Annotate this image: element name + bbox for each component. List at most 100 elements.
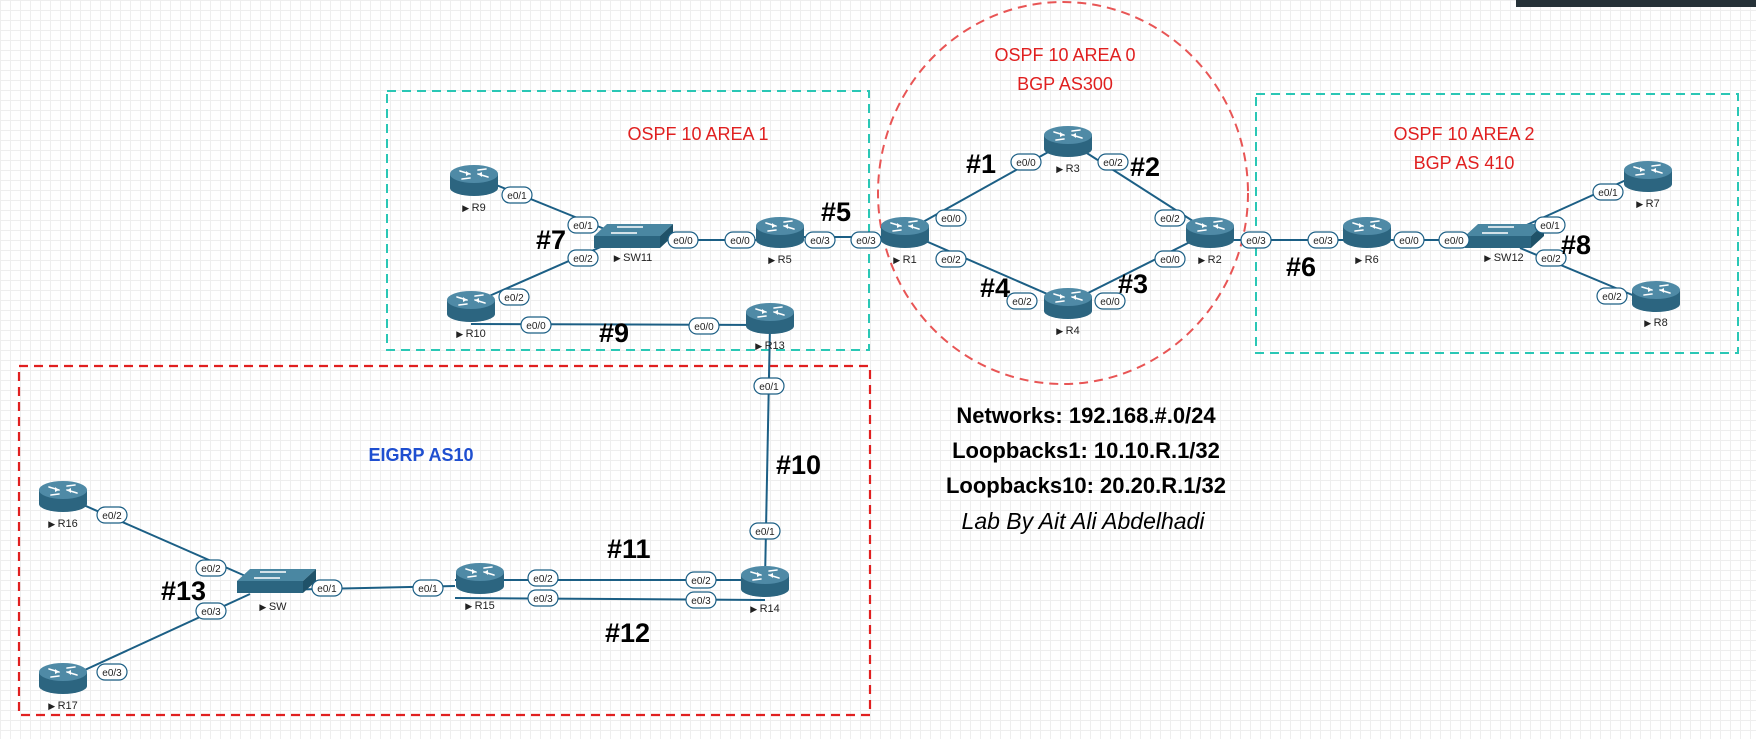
router-label: R2 — [1208, 254, 1222, 266]
svg-text:e0/0: e0/0 — [730, 236, 750, 247]
svg-text:▶ R1: ▶ R1 — [893, 254, 916, 266]
port-label: e0/3 — [195, 602, 227, 620]
link-number: #12 — [605, 618, 650, 648]
svg-text:e0/2: e0/2 — [1160, 214, 1180, 225]
link-r3-r2 — [1067, 140, 1211, 233]
svg-text:e0/3: e0/3 — [533, 594, 553, 605]
router-r17[interactable]: ▶ R17 — [38, 662, 88, 712]
switch-label: SW — [269, 601, 287, 613]
link-number: #10 — [776, 450, 821, 480]
switch-sw12[interactable]: ▶ SW12 — [1464, 223, 1545, 264]
area0-label-line2: BGP AS300 — [1017, 74, 1113, 94]
area2-label-line2: BGP AS 410 — [1414, 153, 1515, 173]
svg-text:▶ R17: ▶ R17 — [48, 700, 78, 712]
link-r15-r14-e03 — [454, 597, 766, 601]
svg-text:e0/1: e0/1 — [507, 191, 527, 202]
router-label: R6 — [1365, 254, 1379, 266]
port-label: e0/0 — [935, 209, 967, 227]
svg-text:e0/2: e0/2 — [1103, 158, 1123, 169]
devices: ▶ R1 ▶ R2 ▶ R3 ▶ R4 ▶ R5 ▶ R6 ▶ R7 ▶ R8 … — [38, 125, 1681, 712]
loopbacks1-note: Loopbacks1: 10.10.R.1/32 — [952, 438, 1220, 463]
router-r15[interactable]: ▶ R15 — [455, 562, 505, 612]
svg-text:▶ R2: ▶ R2 — [1198, 254, 1221, 266]
port-label: e0/0 — [667, 231, 699, 249]
switch-sw11[interactable]: ▶ SW11 — [593, 223, 674, 264]
link-r1-r3 — [904, 140, 1069, 233]
router-label: R13 — [765, 340, 785, 352]
router-r9[interactable]: ▶ R9 — [449, 164, 499, 214]
port-label: e0/2 — [1596, 287, 1628, 305]
svg-text:e0/2: e0/2 — [941, 255, 961, 266]
router-r5[interactable]: ▶ R5 — [755, 216, 805, 266]
switch-label: SW12 — [1494, 252, 1524, 264]
router-label: R3 — [1066, 163, 1080, 175]
area0-label-line1: OSPF 10 AREA 0 — [994, 45, 1135, 65]
svg-text:e0/2: e0/2 — [201, 564, 221, 575]
notes: Networks: 192.168.#.0/24 Loopbacks1: 10.… — [946, 403, 1226, 534]
router-r10[interactable]: ▶ R10 — [446, 290, 496, 340]
port-label: e0/3 — [1307, 231, 1339, 249]
port-label: e0/1 — [412, 579, 444, 597]
svg-text:▶ SW11: ▶ SW11 — [614, 252, 653, 264]
router-r14[interactable]: ▶ R14 — [740, 565, 790, 615]
svg-text:e0/3: e0/3 — [201, 607, 221, 618]
router-r1[interactable]: ▶ R1 — [880, 216, 930, 266]
link-r13-r14 — [764, 324, 771, 581]
port-label: e0/2 — [1006, 292, 1038, 310]
port-label: e0/0 — [1154, 250, 1186, 268]
svg-text:▶ R16: ▶ R16 — [48, 518, 78, 530]
area-labels: OSPF 10 AREA 0 BGP AS300 OSPF 10 AREA 1 … — [627, 45, 1534, 173]
router-label: R8 — [1654, 317, 1668, 329]
router-r8[interactable]: ▶ R8 — [1631, 280, 1681, 329]
link-r4-r2 — [1067, 231, 1211, 304]
svg-text:e0/0: e0/0 — [941, 214, 961, 225]
svg-text:e0/2: e0/2 — [102, 511, 122, 522]
svg-text:e0/1: e0/1 — [1540, 221, 1560, 232]
link-r1-r4 — [904, 231, 1069, 304]
svg-text:e0/1: e0/1 — [759, 382, 779, 393]
router-r13[interactable]: ▶ R13 — [745, 302, 795, 352]
svg-text:▶ R4: ▶ R4 — [1056, 325, 1079, 337]
port-label: e0/0 — [724, 231, 756, 249]
link-number: #13 — [161, 576, 206, 606]
link-number: #7 — [536, 225, 566, 255]
area2-label-line1: OSPF 10 AREA 2 — [1393, 124, 1534, 144]
svg-text:e0/2: e0/2 — [1602, 292, 1622, 303]
router-r2[interactable]: ▶ R2 — [1185, 216, 1235, 266]
networks-note: Networks: 192.168.#.0/24 — [956, 403, 1216, 428]
svg-text:e0/2: e0/2 — [1012, 297, 1032, 308]
port-label: e0/2 — [498, 288, 530, 306]
port-label: e0/2 — [195, 559, 227, 577]
router-r3[interactable]: ▶ R3 — [1043, 125, 1093, 175]
switch-sw[interactable]: ▶ SW — [236, 568, 317, 613]
svg-text:▶ R9: ▶ R9 — [462, 202, 485, 214]
router-r16[interactable]: ▶ R16 — [38, 480, 88, 530]
svg-text:▶ R7: ▶ R7 — [1636, 198, 1659, 210]
router-r4[interactable]: ▶ R4 — [1043, 287, 1093, 337]
port-label: e0/2 — [567, 249, 599, 267]
router-r7[interactable]: ▶ R7 — [1623, 160, 1673, 210]
svg-text:e0/2: e0/2 — [573, 254, 593, 265]
router-label: R4 — [1066, 325, 1080, 337]
svg-text:e0/3: e0/3 — [1313, 236, 1333, 247]
router-label: R9 — [472, 202, 486, 214]
link-number: #6 — [1286, 252, 1316, 282]
router-r6[interactable]: ▶ R6 — [1342, 216, 1392, 266]
port-label: e0/3 — [1240, 231, 1272, 249]
port-label: e0/3 — [804, 231, 836, 249]
port-label: e0/0 — [1438, 231, 1470, 249]
svg-text:e0/1: e0/1 — [755, 527, 775, 538]
port-label: e0/0 — [1393, 231, 1425, 249]
port-label: e0/3 — [850, 231, 882, 249]
port-label: e0/1 — [753, 377, 785, 395]
svg-text:▶ R8: ▶ R8 — [1644, 317, 1667, 329]
link-number: #8 — [1561, 230, 1591, 260]
svg-text:e0/1: e0/1 — [317, 584, 337, 595]
port-label: e0/1 — [749, 522, 781, 540]
router-label: R14 — [760, 603, 780, 615]
svg-text:▶ R6: ▶ R6 — [1355, 254, 1378, 266]
port-label: e0/2 — [1154, 209, 1186, 227]
port-label: e0/2 — [1097, 153, 1129, 171]
port-label: e0/0 — [688, 317, 720, 335]
router-label: R16 — [58, 518, 78, 530]
